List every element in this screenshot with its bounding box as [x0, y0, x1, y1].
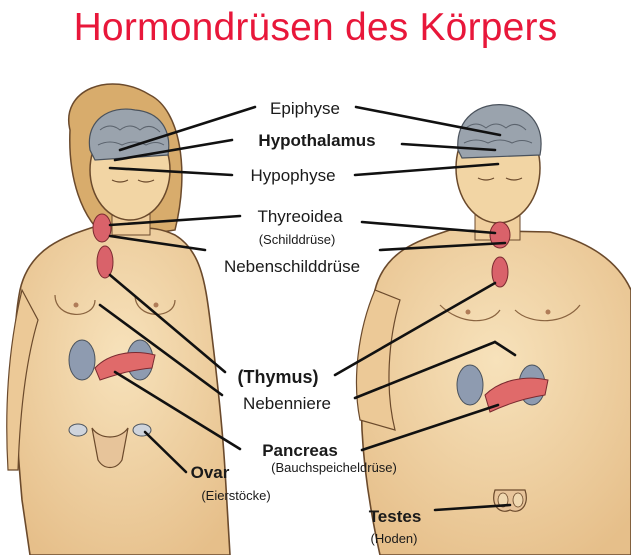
female-ovary-left — [69, 424, 87, 436]
label-hypothalamus: Hypothalamus — [258, 131, 375, 150]
label-testes: Testes — [369, 507, 422, 526]
label-testes-sub: (Hoden) — [371, 531, 418, 546]
female-thymus — [97, 246, 113, 278]
label-thyreoidea: Thyreoidea — [257, 207, 343, 226]
label-nebenschilddruese: Nebenschilddrüse — [224, 257, 360, 276]
label-pancreas: Pancreas — [262, 441, 338, 460]
male-kidney-left — [457, 365, 483, 405]
label-ovar-sub: (Eierstöcke) — [201, 488, 270, 503]
label-pancreas-sub: (Bauchspeicheldrüse) — [271, 460, 397, 475]
label-nebenniere: Nebenniere — [243, 394, 331, 413]
label-thyreoidea-sub: (Schilddrüse) — [259, 232, 336, 247]
label-thymus: (Thymus) — [238, 367, 319, 387]
male-brain — [458, 105, 541, 158]
female-thyroid — [93, 214, 111, 242]
female-body — [14, 225, 230, 555]
female-kidney-left — [69, 340, 95, 380]
label-ovar: Ovar — [191, 463, 230, 482]
label-epiphyse: Epiphyse — [270, 99, 340, 118]
label-hypophyse: Hypophyse — [250, 166, 335, 185]
